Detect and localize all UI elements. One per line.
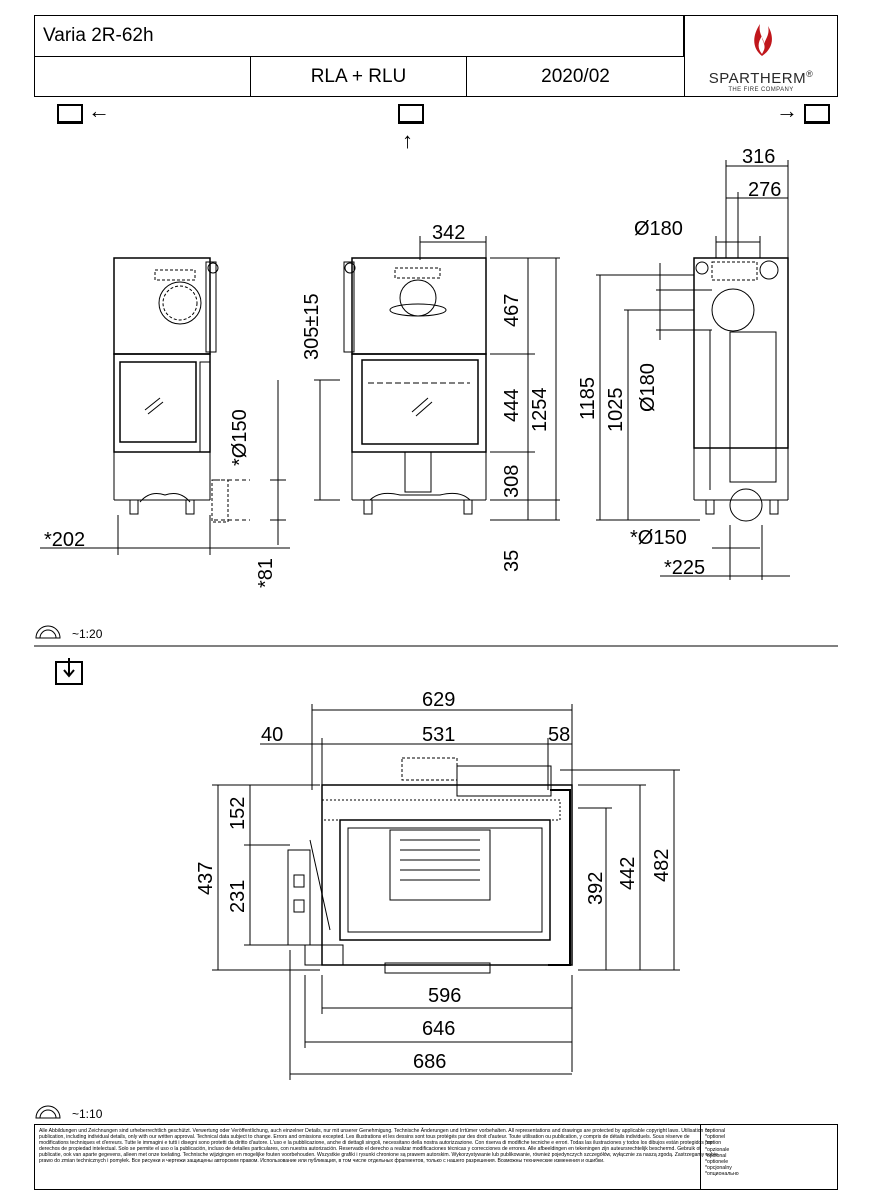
option-label: *opcjonalny bbox=[705, 1165, 732, 1172]
date-label: 2020/02 bbox=[541, 65, 610, 87]
scale-symbol-elevation-icon bbox=[35, 625, 61, 639]
option-label: *opzionale bbox=[705, 1146, 730, 1153]
dim-o150-right: *Ø150 bbox=[630, 527, 687, 549]
dim-81: *81 bbox=[255, 557, 277, 588]
option-label: *optionele bbox=[705, 1159, 729, 1166]
dim-646: 646 bbox=[422, 1018, 456, 1040]
model-name: Varia 2R-62h bbox=[43, 25, 154, 46]
view-box-right-icon bbox=[804, 104, 830, 124]
dim-629: 629 bbox=[422, 689, 456, 711]
dim-1025: 1025 bbox=[605, 387, 627, 433]
scale-symbol-plan-icon bbox=[35, 1105, 61, 1119]
dim-305: 305±15 bbox=[301, 293, 323, 360]
variant-label: RLA + RLU bbox=[310, 65, 407, 87]
dim-467: 467 bbox=[501, 293, 523, 327]
dim-342: 342 bbox=[432, 222, 466, 244]
dim-308: 308 bbox=[501, 464, 523, 498]
dim-1185: 1185 bbox=[577, 376, 599, 420]
left-elevation-view bbox=[40, 257, 290, 555]
up-arrow-icon: ↑ bbox=[402, 128, 413, 153]
dim-o150-left: *Ø150 bbox=[229, 409, 251, 466]
dim-442: 442 bbox=[617, 856, 639, 890]
dim-35: 35 bbox=[501, 549, 523, 572]
legal-text: Alle Abbildungen und Zeichnungen sind ur… bbox=[39, 1128, 718, 1165]
view-box-front-icon bbox=[398, 104, 424, 124]
brand-tagline: THE FIRE COMPANY bbox=[728, 87, 794, 93]
dim-o180-top: Ø180 bbox=[634, 218, 683, 240]
dim-596: 596 bbox=[428, 985, 462, 1007]
logo-cell: SPARTHERM® THE FIRE COMPANY bbox=[684, 15, 838, 97]
option-label: *opcional bbox=[705, 1152, 727, 1159]
dim-o180-side: Ø180 bbox=[637, 363, 659, 412]
option-label: *option bbox=[705, 1140, 722, 1147]
left-arrow-icon: ← bbox=[88, 98, 110, 123]
front-elevation-view bbox=[314, 236, 560, 521]
dim-152: 152 bbox=[227, 796, 249, 830]
dim-202: *202 bbox=[44, 529, 86, 551]
plan-view-marker-icon bbox=[55, 658, 83, 685]
dim-276: 276 bbox=[748, 179, 782, 201]
dim-225: *225 bbox=[664, 557, 706, 579]
right-arrow-icon: → bbox=[776, 98, 798, 123]
dim-40: 40 bbox=[261, 724, 284, 746]
dim-58: 58 bbox=[548, 724, 571, 746]
view-box-left-icon bbox=[57, 104, 83, 124]
plan-view bbox=[212, 704, 680, 1080]
option-label: *optional bbox=[705, 1128, 726, 1134]
dim-686: 686 bbox=[413, 1051, 447, 1073]
flame-logo-icon bbox=[754, 24, 772, 56]
brand-mark: ® bbox=[806, 69, 814, 79]
right-elevation-view bbox=[596, 160, 790, 580]
dim-392: 392 bbox=[585, 871, 607, 905]
option-label: *опционально bbox=[705, 1171, 739, 1178]
dim-316: 316 bbox=[742, 146, 776, 168]
dim-437: 437 bbox=[195, 861, 217, 895]
scale-label-plan: ~1:10 bbox=[72, 1107, 103, 1121]
options-column: *optional *optionel *option *opzionale *… bbox=[700, 1125, 837, 1189]
dim-1254: 1254 bbox=[529, 387, 551, 433]
legal-footer: Alle Abbildungen und Zeichnungen sind ur… bbox=[34, 1124, 838, 1190]
scale-label-elevation: ~1:20 bbox=[72, 627, 103, 641]
brand-name: SPARTHERM bbox=[708, 70, 807, 87]
brand-line: SPARTHERM® bbox=[709, 69, 813, 87]
option-label: *optionel bbox=[705, 1134, 726, 1141]
dim-482: 482 bbox=[651, 848, 673, 882]
dim-231: 231 bbox=[227, 879, 249, 913]
dim-531: 531 bbox=[422, 724, 456, 746]
dim-444: 444 bbox=[501, 388, 523, 422]
